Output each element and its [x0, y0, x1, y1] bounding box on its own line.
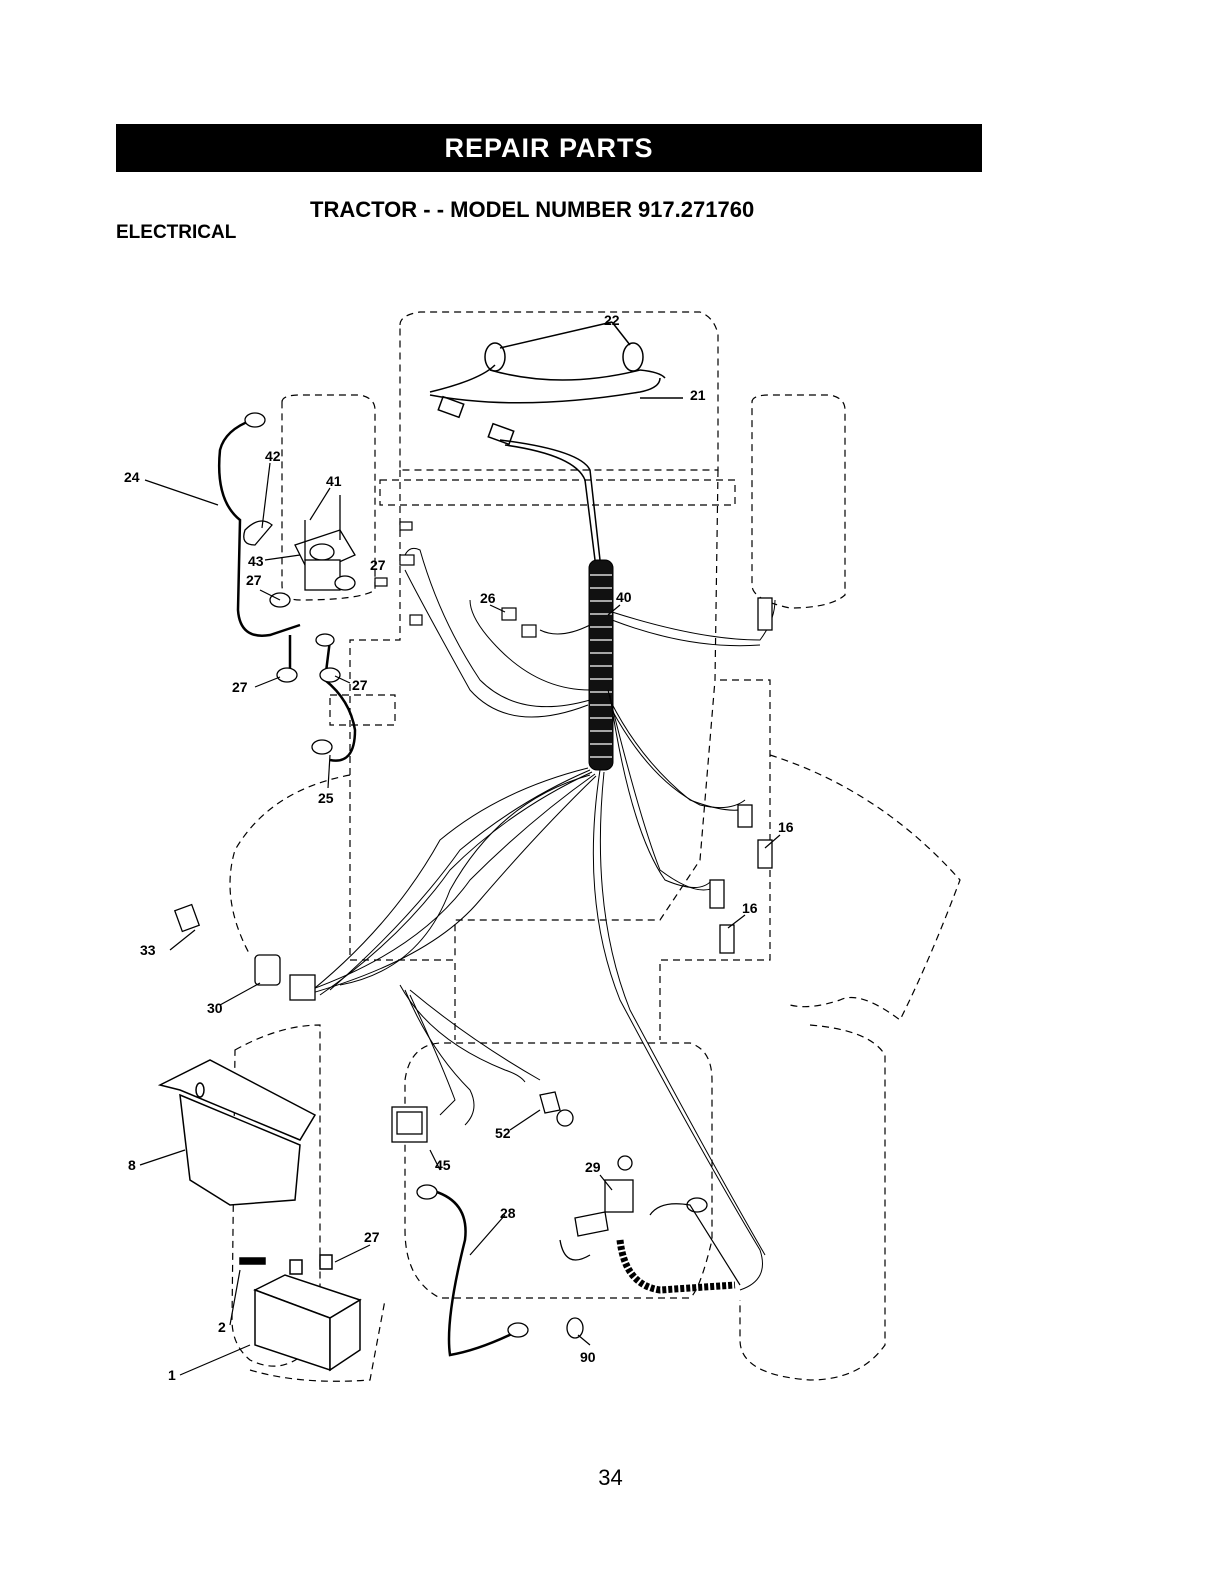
lower-components	[392, 1092, 707, 1338]
callout-41: 41	[326, 473, 342, 489]
interlock-switches	[710, 598, 772, 953]
callout-16-lower: 16	[742, 900, 758, 916]
callout-24: 24	[124, 469, 140, 485]
headlight-harness	[430, 322, 683, 560]
callout-52: 52	[495, 1125, 511, 1141]
callout-29: 29	[585, 1159, 601, 1175]
callout-43: 43	[248, 553, 264, 569]
fuse-connectors	[375, 522, 536, 637]
callout-27-nut-right: 27	[352, 677, 368, 693]
callout-22: 22	[604, 312, 620, 328]
callout-27-solenoid-right: 27	[370, 557, 386, 573]
callout-1: 1	[168, 1367, 176, 1383]
leader-lines	[140, 463, 780, 1375]
callout-25: 25	[318, 790, 334, 806]
rear-harness-coil	[620, 1204, 740, 1290]
callout-21: 21	[690, 387, 706, 403]
callout-27-battery: 27	[364, 1229, 380, 1245]
callout-2: 2	[218, 1319, 226, 1335]
callout-33: 33	[140, 942, 156, 958]
main-harness-coil	[589, 560, 613, 770]
callout-27-solenoid-left: 27	[246, 572, 262, 588]
callout-40: 40	[616, 589, 632, 605]
callout-42: 42	[265, 448, 281, 464]
callout-28: 28	[500, 1205, 516, 1221]
battery	[240, 1255, 360, 1370]
battery-box	[160, 1060, 315, 1205]
callout-8: 8	[128, 1157, 136, 1173]
callout-27-nut-left: 27	[232, 679, 248, 695]
callout-16-upper: 16	[778, 819, 794, 835]
callout-45: 45	[435, 1157, 451, 1173]
page-number: 34	[0, 1465, 1221, 1491]
callout-30: 30	[207, 1000, 223, 1016]
callout-numbers: 22 21 24 42 41 43 27 27 26 40 27 27 25 1…	[124, 312, 794, 1383]
callout-26: 26	[480, 590, 496, 606]
ignition-switch-assembly	[175, 905, 315, 1000]
callout-90: 90	[580, 1349, 596, 1365]
wire-bundles	[300, 548, 775, 1290]
